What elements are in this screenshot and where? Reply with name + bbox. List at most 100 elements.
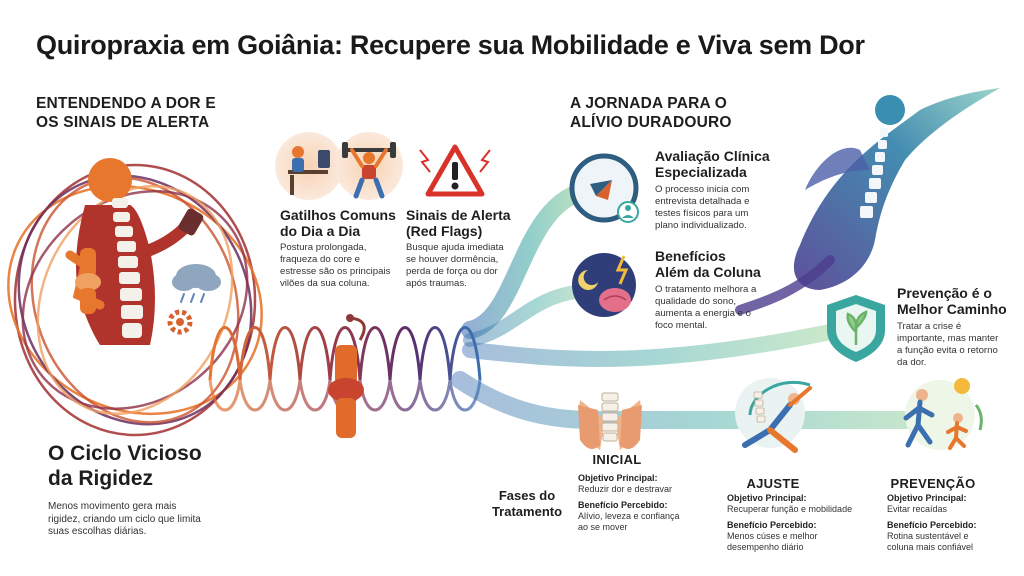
storm-cloud-icon bbox=[172, 264, 221, 303]
knee-joint-icon bbox=[328, 314, 366, 438]
text-line: coluna mais confiável bbox=[887, 542, 974, 552]
phase-name: AJUSTE bbox=[746, 476, 800, 491]
yoga-stretch-icon bbox=[735, 378, 812, 453]
title-line: Avaliação Clínica bbox=[655, 148, 770, 164]
text-line: Menos cúses e melhor bbox=[727, 531, 818, 541]
shield-leaf-icon bbox=[827, 295, 885, 362]
vicious-cycle-title: O Ciclo Vicioso da Rigidez bbox=[48, 441, 278, 491]
text-line: Tratar a crise é bbox=[897, 321, 962, 332]
text-line: estresse são os principais bbox=[280, 266, 391, 277]
prevention-title: Prevenção é o Melhor Caminho bbox=[897, 285, 1022, 317]
text-line: desempenho diário bbox=[727, 542, 804, 552]
runners-icon bbox=[903, 378, 983, 450]
text-line: se houver dormência, bbox=[406, 254, 499, 265]
title-line: Melhor Caminho bbox=[897, 301, 1007, 317]
objective-label: Objetivo Principal: bbox=[578, 473, 658, 483]
text-line: Busque ajuda imediata bbox=[406, 242, 504, 253]
objective-text: Reduzir dor e destravar bbox=[578, 484, 673, 494]
title-line: Gatilhos Comuns bbox=[280, 207, 396, 223]
phases-label: Fases do Tratamento bbox=[482, 488, 572, 520]
text-line: após traumas. bbox=[406, 278, 467, 289]
title-line: (Red Flags) bbox=[406, 223, 483, 239]
hands-spine-icon bbox=[578, 392, 642, 450]
text-line: suas escolhas diárias. bbox=[48, 526, 147, 537]
text-line: Menos movimento gera mais bbox=[48, 501, 177, 512]
spine-figure-icon bbox=[65, 158, 204, 345]
text-line: testes físicos para um bbox=[655, 208, 749, 219]
desk-worker-icon bbox=[275, 132, 343, 200]
text-line: Alívio, leveza e confiança bbox=[578, 511, 680, 521]
text-line: Rotina sustentável e bbox=[887, 531, 969, 541]
benefit-label: Benefício Percebido: bbox=[887, 520, 977, 530]
objective-text: Recuperar função e mobilidade bbox=[727, 504, 853, 514]
text-line: qualidade do sono, bbox=[655, 296, 737, 307]
label-line: Fases do bbox=[498, 488, 556, 503]
prevention-text: Tratar a crise é importante, mas manter … bbox=[897, 321, 1022, 369]
text-line: O tratamento melhora a bbox=[655, 284, 757, 295]
benefits-text: O tratamento melhora a qualidade do sono… bbox=[655, 284, 780, 332]
section-heading-pain: ENTENDENDO A DOR E OS SINAIS DE ALERTA bbox=[36, 94, 216, 132]
objective-label: Objetivo Principal: bbox=[727, 493, 807, 503]
warning-triangle-icon bbox=[419, 144, 491, 197]
title-line: da Rigidez bbox=[48, 467, 154, 490]
triggers-title: Gatilhos Comuns do Dia a Dia bbox=[280, 207, 405, 239]
text-line: entrevista detalhada e bbox=[655, 196, 750, 207]
section-heading-journey: A JORNADA PARA O ALÍVIO DURADOURO bbox=[570, 94, 732, 132]
benefit-text: Alívio, leveza e confiança ao se mover bbox=[578, 511, 698, 533]
red-flags-card: Sinais de Alerta (Red Flags) Busque ajud… bbox=[406, 207, 521, 290]
phase-initial: INICIAL Objetivo Principal: Reduzir dor … bbox=[578, 452, 698, 533]
red-flags-title: Sinais de Alerta (Red Flags) bbox=[406, 207, 521, 239]
vicious-cycle-text: Menos movimento gera mais rigidez, crian… bbox=[48, 501, 278, 539]
text-line: ao se mover bbox=[578, 522, 628, 532]
red-flags-text: Busque ajuda imediata se houver dormênci… bbox=[406, 242, 521, 290]
text-line: O processo inicia com bbox=[655, 184, 750, 195]
title-line: do Dia a Dia bbox=[280, 223, 361, 239]
text-line: vilões da sua coluna. bbox=[280, 278, 370, 289]
text-line: perda de força ou dor bbox=[406, 266, 498, 277]
text-line: importante, mas manter bbox=[897, 333, 999, 344]
text-line: aumenta a energia e o bbox=[655, 308, 752, 319]
text-line: fraqueza do core e bbox=[280, 254, 361, 265]
title-line: O Ciclo Vicioso bbox=[48, 442, 202, 465]
phase-prevention: PREVENÇÃO Objetivo Principal: Evitar rec… bbox=[887, 476, 1017, 553]
text-line: da dor. bbox=[897, 357, 927, 368]
title-line: Prevenção é o bbox=[897, 285, 992, 301]
benefits-title: Benefícios Além da Coluna bbox=[655, 248, 780, 280]
benefit-label: Benefício Percebido: bbox=[727, 520, 817, 530]
evaluation-text: O processo inicia com entrevista detalha… bbox=[655, 184, 780, 232]
gear-icon bbox=[167, 309, 193, 335]
text-line: a função evita o retorno bbox=[897, 345, 998, 356]
knee-joint-icon bbox=[75, 248, 101, 314]
evaluation-title: Avaliação Clínica Especializada bbox=[655, 148, 780, 180]
objective-text: Evitar recaídas bbox=[887, 504, 948, 514]
triggers-card: Gatilhos Comuns do Dia a Dia Postura pro… bbox=[280, 207, 405, 290]
heading-line: OS SINAIS DE ALERTA bbox=[36, 114, 210, 131]
phase-name: PREVENÇÃO bbox=[890, 476, 976, 491]
benefits-card: Benefícios Além da Coluna O tratamento m… bbox=[655, 248, 780, 332]
triggers-text: Postura prolongada, fraqueza do core e e… bbox=[280, 242, 405, 290]
objective-label: Objetivo Principal: bbox=[887, 493, 967, 503]
flying-figure-icon bbox=[735, 88, 1000, 315]
heading-line: ALÍVIO DURADOURO bbox=[570, 114, 732, 131]
title-line: Especializada bbox=[655, 164, 747, 180]
title-line: Sinais de Alerta bbox=[406, 207, 511, 223]
moon-brain-icon bbox=[572, 253, 636, 317]
phase-adjustment: AJUSTE Objetivo Principal: Recuperar fun… bbox=[727, 476, 872, 553]
text-line: plano individualizado. bbox=[655, 220, 747, 231]
compass-clipboard-icon bbox=[569, 153, 639, 223]
text-line: Postura prolongada, bbox=[280, 242, 367, 253]
heading-line: ENTENDENDO A DOR E bbox=[36, 95, 216, 112]
prevention-card: Prevenção é o Melhor Caminho Tratar a cr… bbox=[897, 285, 1022, 369]
label-line: Tratamento bbox=[491, 504, 563, 519]
text-line: rigidez, criando um ciclo que limita bbox=[48, 513, 201, 525]
page-title: Quiropraxia em Goiânia: Recupere sua Mob… bbox=[36, 30, 865, 60]
title-line: Benefícios bbox=[655, 248, 726, 264]
benefit-text: Rotina sustentável e coluna mais confiáv… bbox=[887, 531, 1017, 553]
evaluation-card: Avaliação Clínica Especializada O proces… bbox=[655, 148, 780, 232]
heading-line: A JORNADA PARA O bbox=[570, 95, 728, 112]
benefit-label: Benefício Percebido: bbox=[578, 500, 668, 510]
tangled-rings-icon bbox=[7, 163, 263, 437]
phase-name: INICIAL bbox=[592, 452, 642, 467]
text-line: foco mental. bbox=[655, 320, 708, 331]
